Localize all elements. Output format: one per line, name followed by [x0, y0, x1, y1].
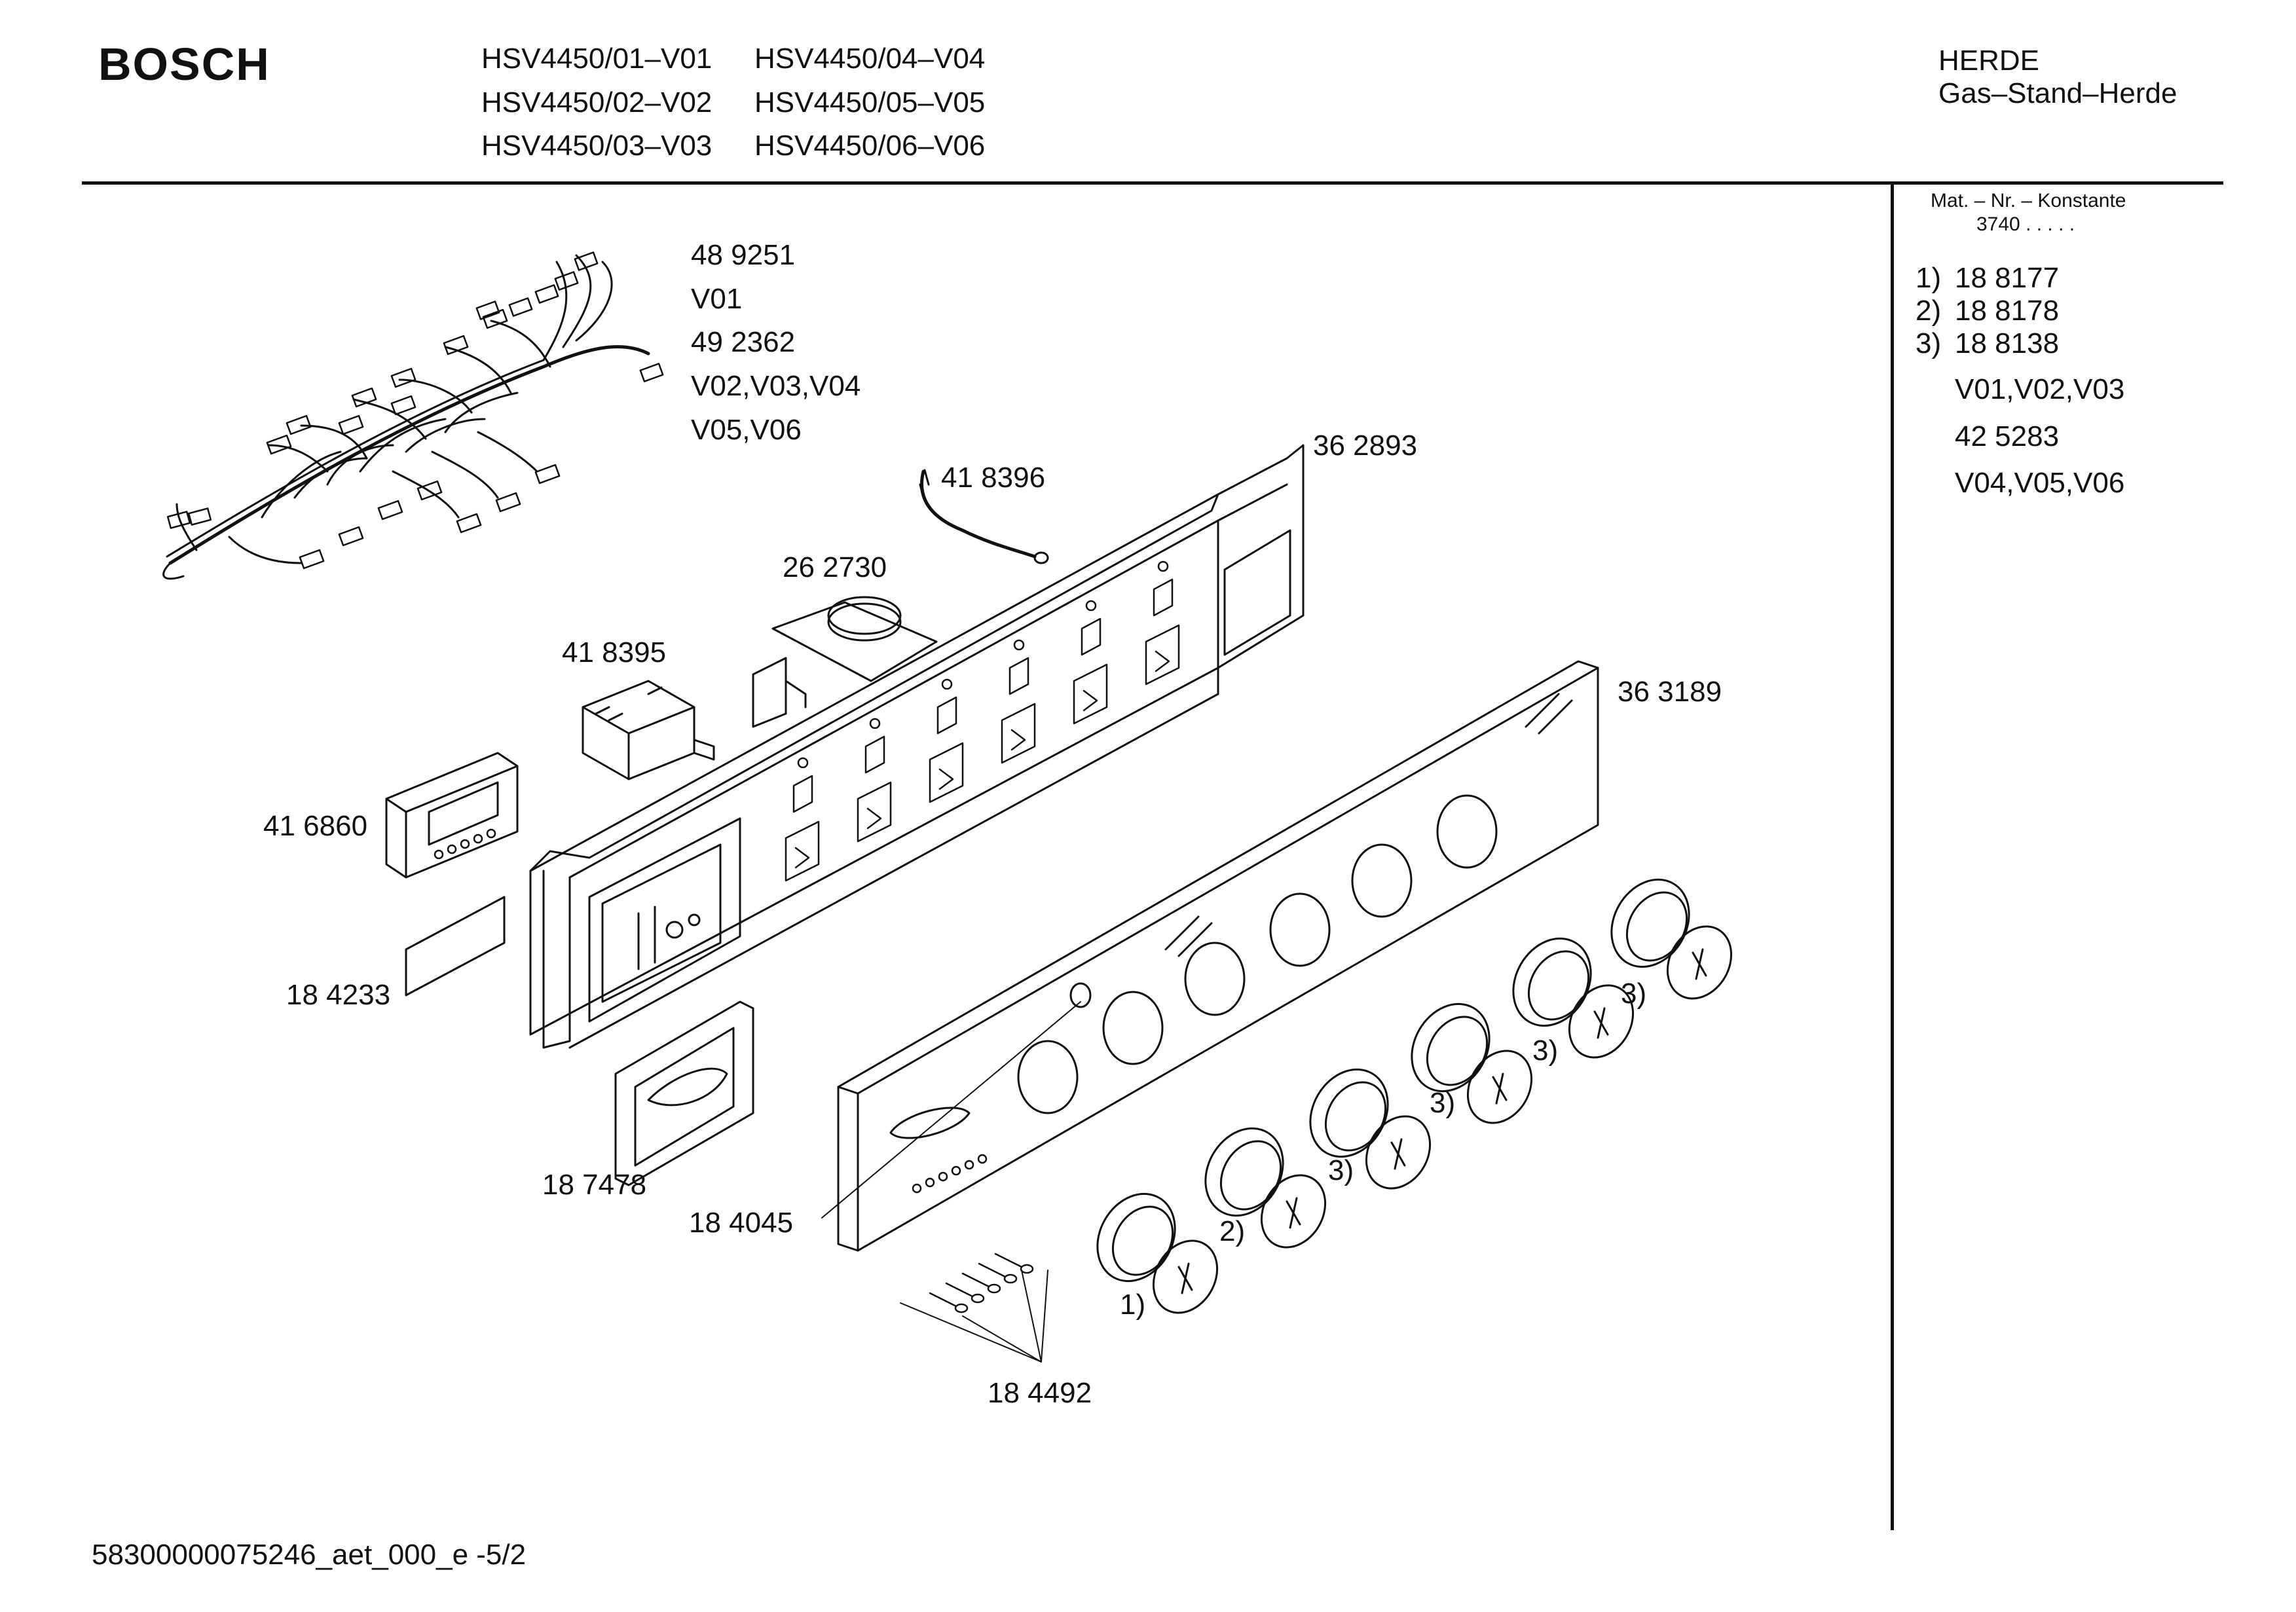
part-label: V01	[691, 283, 743, 315]
sidebar-versions-a: V01,V02,V03	[1955, 373, 2125, 405]
variant-marker: 2)	[1916, 295, 1942, 327]
model-number: HSV4450/01–V01	[481, 43, 713, 75]
knob-5	[1512, 937, 1635, 1059]
knob-variant-marker: 2)	[1219, 1215, 1246, 1247]
part-label: 18 4233	[286, 979, 391, 1011]
model-number: HSV4450/05–V05	[754, 86, 986, 119]
sidebar-divider	[1891, 181, 1894, 1530]
document-subtitle: Gas–Stand–Herde	[1938, 77, 2177, 109]
part-label: 36 2893	[1313, 430, 1418, 462]
header-divider	[82, 181, 2223, 185]
model-number: HSV4450/06–V06	[754, 130, 986, 162]
knob-variant-marker: 3)	[1621, 978, 1647, 1010]
control-panel-frame	[529, 444, 1305, 1049]
part-label: 18 4045	[689, 1207, 794, 1239]
part-label: 18 4492	[988, 1377, 1092, 1409]
sidebar-constant: 3740 . . . . .	[1976, 213, 2075, 235]
part-label: 26 2730	[783, 551, 887, 583]
indicator-lamps	[929, 1253, 1034, 1313]
part-label: 41 6860	[263, 810, 368, 842]
part-label: 48 9251	[691, 239, 796, 271]
part-label: 41 8395	[562, 636, 667, 669]
window-bezel	[614, 1000, 754, 1186]
knob-1	[1096, 1192, 1219, 1314]
part-label: 36 3189	[1618, 676, 1722, 708]
part-label: V02,V03,V04	[691, 370, 861, 402]
drawing-code: 58300000075246_aet_000_e -5/2	[92, 1539, 527, 1571]
part-label: 49 2362	[691, 326, 796, 358]
brand-logo: BOSCH	[98, 39, 270, 90]
knob-2	[1204, 1127, 1327, 1249]
timer-display	[385, 752, 519, 879]
model-number: HSV4450/02–V02	[481, 86, 713, 119]
thermocouple-wire	[919, 469, 1049, 564]
sidebar-versions-b: V04,V05,V06	[1955, 467, 2125, 499]
model-number: HSV4450/04–V04	[754, 43, 986, 75]
wiring-harness	[162, 251, 664, 580]
knob-variant-marker: 3)	[1328, 1154, 1354, 1186]
variant-part: 18 8138	[1955, 327, 2060, 359]
part-label: V05,V06	[691, 414, 802, 446]
sidebar-part-alt: 42 5283	[1955, 420, 2060, 452]
variant-part: 18 8178	[1955, 295, 2060, 327]
variant-part: 18 8177	[1955, 262, 2060, 294]
knob-6	[1610, 878, 1733, 1000]
rotary-switch	[582, 680, 715, 780]
variant-marker: 3)	[1916, 327, 1942, 359]
knob-variant-marker: 3)	[1532, 1035, 1559, 1067]
variant-marker: 1)	[1916, 262, 1942, 294]
sidebar-heading: Mat. – Nr. – Konstante	[1931, 190, 2126, 211]
model-number: HSV4450/03–V03	[481, 130, 713, 162]
part-label: 18 7478	[542, 1169, 647, 1201]
control-fascia	[837, 660, 1599, 1252]
knob-variant-marker: 3)	[1430, 1087, 1456, 1119]
knob-3	[1309, 1068, 1432, 1190]
part-label: 41 8396	[941, 462, 1046, 494]
document-title: HERDE	[1938, 45, 2040, 77]
knob-variant-marker: 1)	[1120, 1289, 1146, 1321]
leader-lines	[821, 1001, 1081, 1363]
control-knobs	[1096, 878, 1733, 1314]
ignition-module	[752, 596, 938, 728]
knob-4	[1411, 1002, 1533, 1124]
label-plate	[405, 896, 506, 997]
